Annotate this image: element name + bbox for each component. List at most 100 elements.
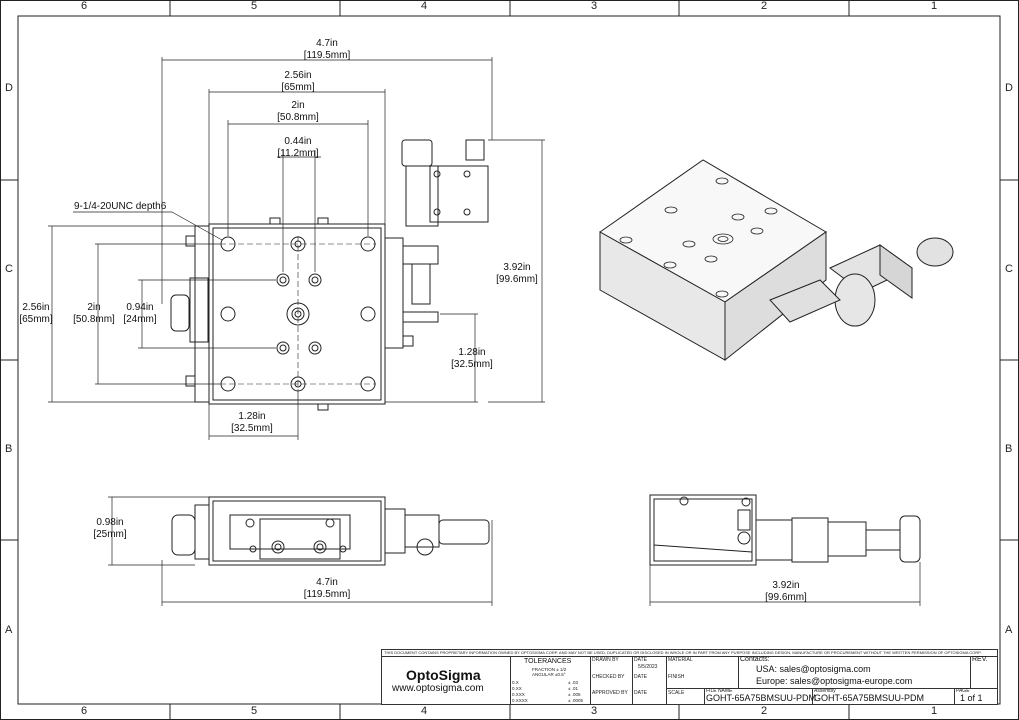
zone-top-5: 5 bbox=[251, 0, 258, 12]
dim-label-in: 4.7in bbox=[316, 577, 338, 588]
dim-front-width-4-7: 4.7in [119.5mm] bbox=[295, 577, 359, 601]
page-label: PAGE bbox=[956, 688, 970, 694]
brand-cell: OptoSigma www.optosigma.com bbox=[382, 656, 511, 704]
zone-left-c: C bbox=[5, 263, 13, 275]
dim-label-mm: [24mm] bbox=[123, 314, 157, 325]
zone-left-d: D bbox=[5, 82, 13, 94]
signoff-cell: DRAWN BY CHECKED BY APPROVED BY bbox=[590, 656, 633, 704]
file-name: GOHT-65A75BMSUU-PDM bbox=[706, 693, 817, 703]
zone-bottom-4: 4 bbox=[421, 705, 428, 717]
dim-width-2-56: 2.56in [65mm] bbox=[266, 70, 330, 94]
dim-label-mm: [119.5mm] bbox=[303, 50, 351, 61]
isometric-view bbox=[599, 159, 954, 362]
zone-right-b: B bbox=[1005, 443, 1013, 455]
contacts-cell: Contacts: USA: sales@optosigma.com Europ… bbox=[738, 656, 971, 688]
dim-label-in: 2.56in bbox=[22, 302, 50, 313]
zone-top-1: 1 bbox=[931, 0, 938, 12]
title-block: THIS DOCUMENT CONTAINS PROPRIETARY INFOR… bbox=[381, 649, 998, 705]
zone-top-6: 6 bbox=[81, 0, 88, 12]
zone-bottom-6: 6 bbox=[81, 705, 88, 717]
contact-europe: Europe: sales@optosigma-europe.com bbox=[756, 676, 913, 686]
tolerances-cell: TOLERANCES FRACTION ± 1/2 ANGULAR ±0.5° … bbox=[510, 656, 591, 704]
tol-label: 0.XXXX bbox=[512, 698, 528, 703]
brand-website: www.optosigma.com bbox=[392, 683, 484, 694]
tol-label: 0.X bbox=[512, 680, 519, 685]
date-label: DATE bbox=[634, 674, 647, 680]
zone-right-c: C bbox=[1005, 263, 1013, 275]
dim-label-in: 0.94in bbox=[126, 302, 154, 313]
dim-label-in: 2in bbox=[291, 100, 305, 111]
isometric-holes bbox=[619, 177, 778, 298]
top-view bbox=[170, 139, 489, 411]
dim-label-mm: [99.6mm] bbox=[496, 274, 538, 285]
dim-side-width-3-92: 3.92in [99.6mm] bbox=[754, 580, 818, 604]
tol-label: 0.XXX bbox=[512, 692, 525, 697]
dim-width-2: 2in [50.8mm] bbox=[266, 100, 330, 124]
checked-by-label: CHECKED BY bbox=[592, 674, 625, 680]
zone-left-a: A bbox=[5, 624, 13, 636]
dim-label-mm: [65mm] bbox=[19, 314, 53, 325]
zone-bottom-5: 5 bbox=[251, 705, 258, 717]
zone-top-4: 4 bbox=[421, 0, 428, 12]
dim-width-0-44: 0.44in [11.2mm] bbox=[266, 136, 330, 160]
tol-value: ± .005 bbox=[568, 692, 581, 697]
assembly-label: Assembly bbox=[814, 688, 836, 694]
assembly-name: GOHT-65A75BMSUU-PDM bbox=[814, 693, 925, 703]
dim-width-1-28: 1.28in [32.5mm] bbox=[227, 411, 277, 435]
dim-label-mm: [65mm] bbox=[281, 82, 315, 93]
proprietary-notice: THIS DOCUMENT CONTAINS PROPRIETARY INFOR… bbox=[384, 650, 982, 655]
dim-label-in: 2.56in bbox=[284, 70, 312, 81]
brand-name: OptoSigma bbox=[406, 667, 481, 683]
side-view-dimensions bbox=[649, 562, 921, 606]
dim-label-in: 3.92in bbox=[503, 262, 531, 273]
dim-label-in: 0.98in bbox=[96, 517, 124, 528]
contacts-label: Contacts: bbox=[740, 656, 770, 663]
dim-label-mm: [50.8mm] bbox=[277, 112, 319, 123]
dim-label-in: 4.7in bbox=[316, 38, 338, 49]
finish-label: FINISH bbox=[668, 674, 685, 680]
zone-bottom-3: 3 bbox=[591, 705, 598, 717]
dim-label-in: 3.92in bbox=[772, 580, 800, 591]
tol-label: 0.XX bbox=[512, 686, 522, 691]
date-value: 5/5/2023 bbox=[638, 664, 658, 670]
date-cell: DATE 5/5/2023 DATE DATE bbox=[632, 656, 667, 704]
rev-label: REV. bbox=[972, 656, 988, 663]
zone-right-a: A bbox=[1005, 624, 1013, 636]
front-view bbox=[171, 496, 490, 566]
dim-height-0-94: 0.94in [24mm] bbox=[118, 302, 162, 326]
material-label: MATERIAL bbox=[668, 657, 693, 663]
tol-value: ± .0005 bbox=[568, 698, 583, 703]
dim-label-in: 1.28in bbox=[238, 411, 266, 422]
material-cell: MATERIAL FINISH bbox=[666, 656, 739, 688]
thread-callout: 9-1/4-20UNC depth6 bbox=[74, 201, 167, 212]
dim-height-3-92: 3.92in [99.6mm] bbox=[492, 262, 542, 286]
dim-label-mm: [25mm] bbox=[93, 529, 127, 540]
dim-label-mm: [119.5mm] bbox=[303, 589, 351, 600]
drawn-by-label: DRAWN BY bbox=[592, 657, 619, 663]
tol-value: ± .01 bbox=[568, 686, 578, 691]
zone-top-3: 3 bbox=[591, 0, 598, 12]
dim-height-0-98: 0.98in [25mm] bbox=[88, 517, 132, 541]
zone-right-d: D bbox=[1005, 82, 1013, 94]
zone-top-2: 2 bbox=[761, 0, 768, 12]
dim-label-in: 0.44in bbox=[284, 136, 312, 147]
scale-label: SCALE bbox=[668, 690, 685, 696]
dim-height-2-56: 2.56in [65mm] bbox=[16, 302, 56, 326]
page-number: 1 of 1 bbox=[960, 693, 983, 703]
dim-label-mm: [99.6mm] bbox=[765, 592, 807, 603]
dim-width-4-7: 4.7in [119.5mm] bbox=[295, 38, 359, 62]
front-view-dimensions bbox=[108, 496, 493, 606]
zone-left-b: B bbox=[5, 443, 13, 455]
zone-bottom-2: 2 bbox=[761, 705, 768, 717]
dim-label-mm: [50.8mm] bbox=[73, 314, 115, 325]
dim-height-1-28: 1.28in [32.5mm] bbox=[447, 347, 497, 371]
date-label: DATE bbox=[634, 690, 647, 696]
dim-height-2: 2in [50.8mm] bbox=[72, 302, 116, 326]
approved-by-label: APPROVED BY bbox=[592, 690, 628, 696]
dim-label-mm: [32.5mm] bbox=[231, 423, 273, 434]
date-label: DATE bbox=[634, 657, 647, 663]
dim-label-in: 2in bbox=[87, 302, 101, 313]
zone-bottom-1: 1 bbox=[931, 705, 938, 717]
contact-usa: USA: sales@optosigma.com bbox=[756, 664, 871, 674]
